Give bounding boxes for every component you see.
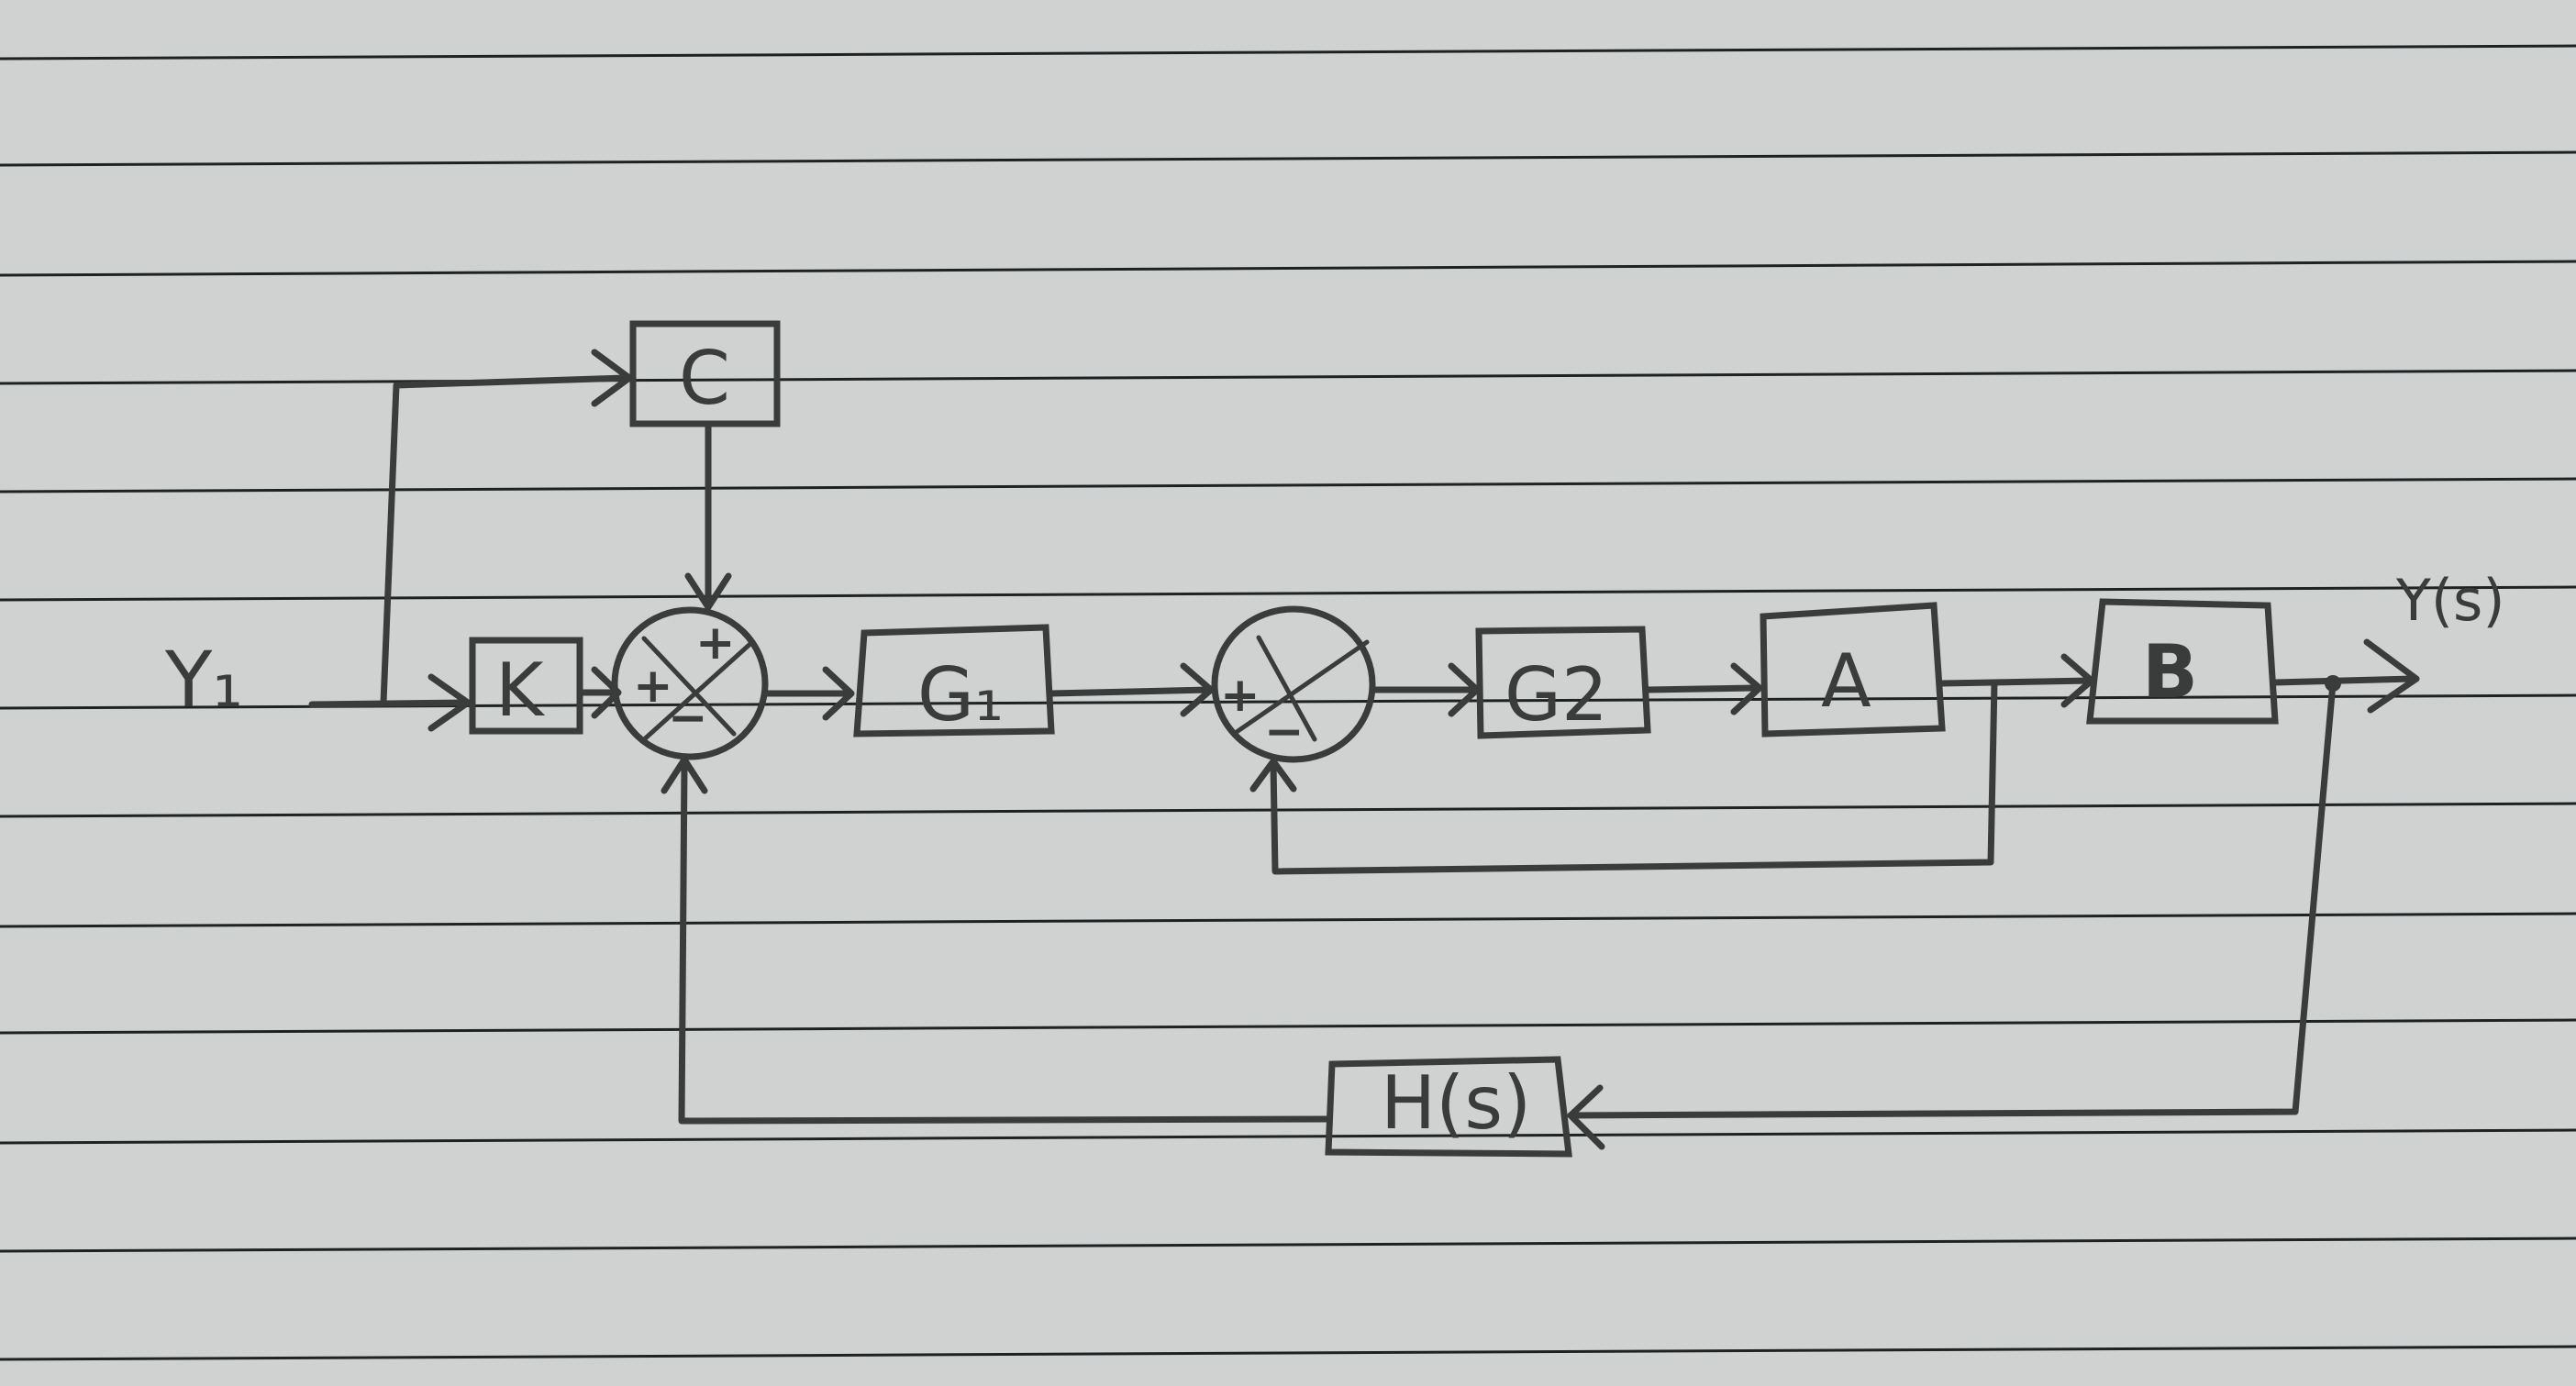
sum1-sign-top: + <box>695 615 736 671</box>
ruled-lines <box>0 44 2576 1361</box>
summing-junction-1[interactable]: + + − <box>611 606 769 760</box>
sum2-sign-bottom: − <box>1264 704 1305 760</box>
inner-feedback-path <box>1249 679 1998 875</box>
signal-input-to-k <box>308 673 472 732</box>
signal-g2-to-a <box>1644 662 1763 715</box>
sum1-sign-left: + <box>633 659 673 714</box>
summing-junction-2[interactable]: + − <box>1211 605 1376 763</box>
block-g2[interactable]: G2 <box>1475 626 1651 739</box>
signal-c-to-sum1 <box>684 420 732 611</box>
sum2-sign-left: + <box>1220 668 1260 723</box>
block-a[interactable]: A <box>1760 602 1946 737</box>
block-c-label: C <box>679 336 730 421</box>
block-b-label: B <box>2142 629 2198 715</box>
sum1-sign-bottom: − <box>668 691 708 746</box>
block-g1[interactable]: G₁ <box>853 624 1055 737</box>
input-label: Y₁ <box>164 635 243 725</box>
signal-sum1-to-g1 <box>761 666 855 721</box>
output-label: Y(s) <box>2395 567 2505 634</box>
block-b[interactable]: B <box>2086 598 2279 725</box>
block-h-label: H(s) <box>1381 1060 1531 1146</box>
block-h[interactable]: H(s) <box>1325 1056 1572 1158</box>
signal-g1-to-sum2 <box>1048 662 1215 717</box>
block-g2-label: G2 <box>1505 652 1608 737</box>
outer-feedback-path <box>661 680 2337 1150</box>
signal-branch-to-c <box>380 349 633 706</box>
block-k[interactable]: K <box>469 637 583 735</box>
block-g1-label: G₁ <box>917 652 1004 737</box>
block-a-label: A <box>1821 638 1871 724</box>
block-k-label: K <box>495 648 546 733</box>
